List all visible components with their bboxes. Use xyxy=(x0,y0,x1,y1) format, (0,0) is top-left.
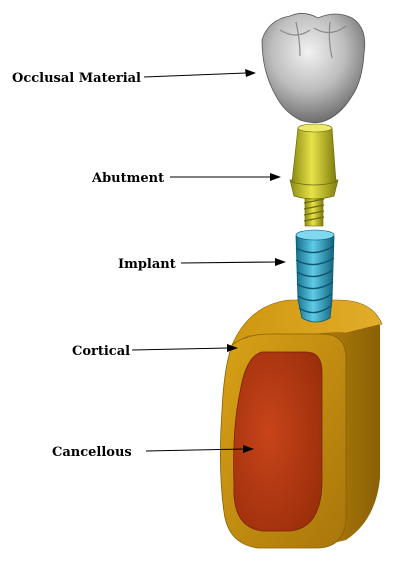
label-abutment: Abutment xyxy=(91,171,164,186)
arrow-implant xyxy=(181,262,276,263)
label-cancellous: Cancellous xyxy=(52,445,132,460)
implant xyxy=(296,230,334,322)
arrowhead-implant xyxy=(275,258,286,266)
crown-body xyxy=(262,13,365,122)
label-group-implant: Implant xyxy=(118,257,286,272)
cancellous-bone xyxy=(234,352,322,531)
abutment-top xyxy=(298,124,332,132)
abutment xyxy=(290,124,338,226)
label-occlusal: Occlusal Material xyxy=(12,71,141,86)
arrowhead-abutment xyxy=(270,173,281,181)
label-group-abutment: Abutment xyxy=(91,171,281,186)
implant-top xyxy=(296,230,334,240)
label-group-cortical: Cortical xyxy=(72,344,238,359)
arrow-occlusal xyxy=(144,73,246,77)
label-group-occlusal: Occlusal Material xyxy=(12,69,256,86)
abutment-post xyxy=(292,128,336,185)
arrow-cortical xyxy=(132,348,228,350)
label-implant: Implant xyxy=(118,257,176,272)
arrowhead-occlusal xyxy=(245,69,256,77)
label-cortical: Cortical xyxy=(72,344,130,359)
crown xyxy=(262,13,365,122)
